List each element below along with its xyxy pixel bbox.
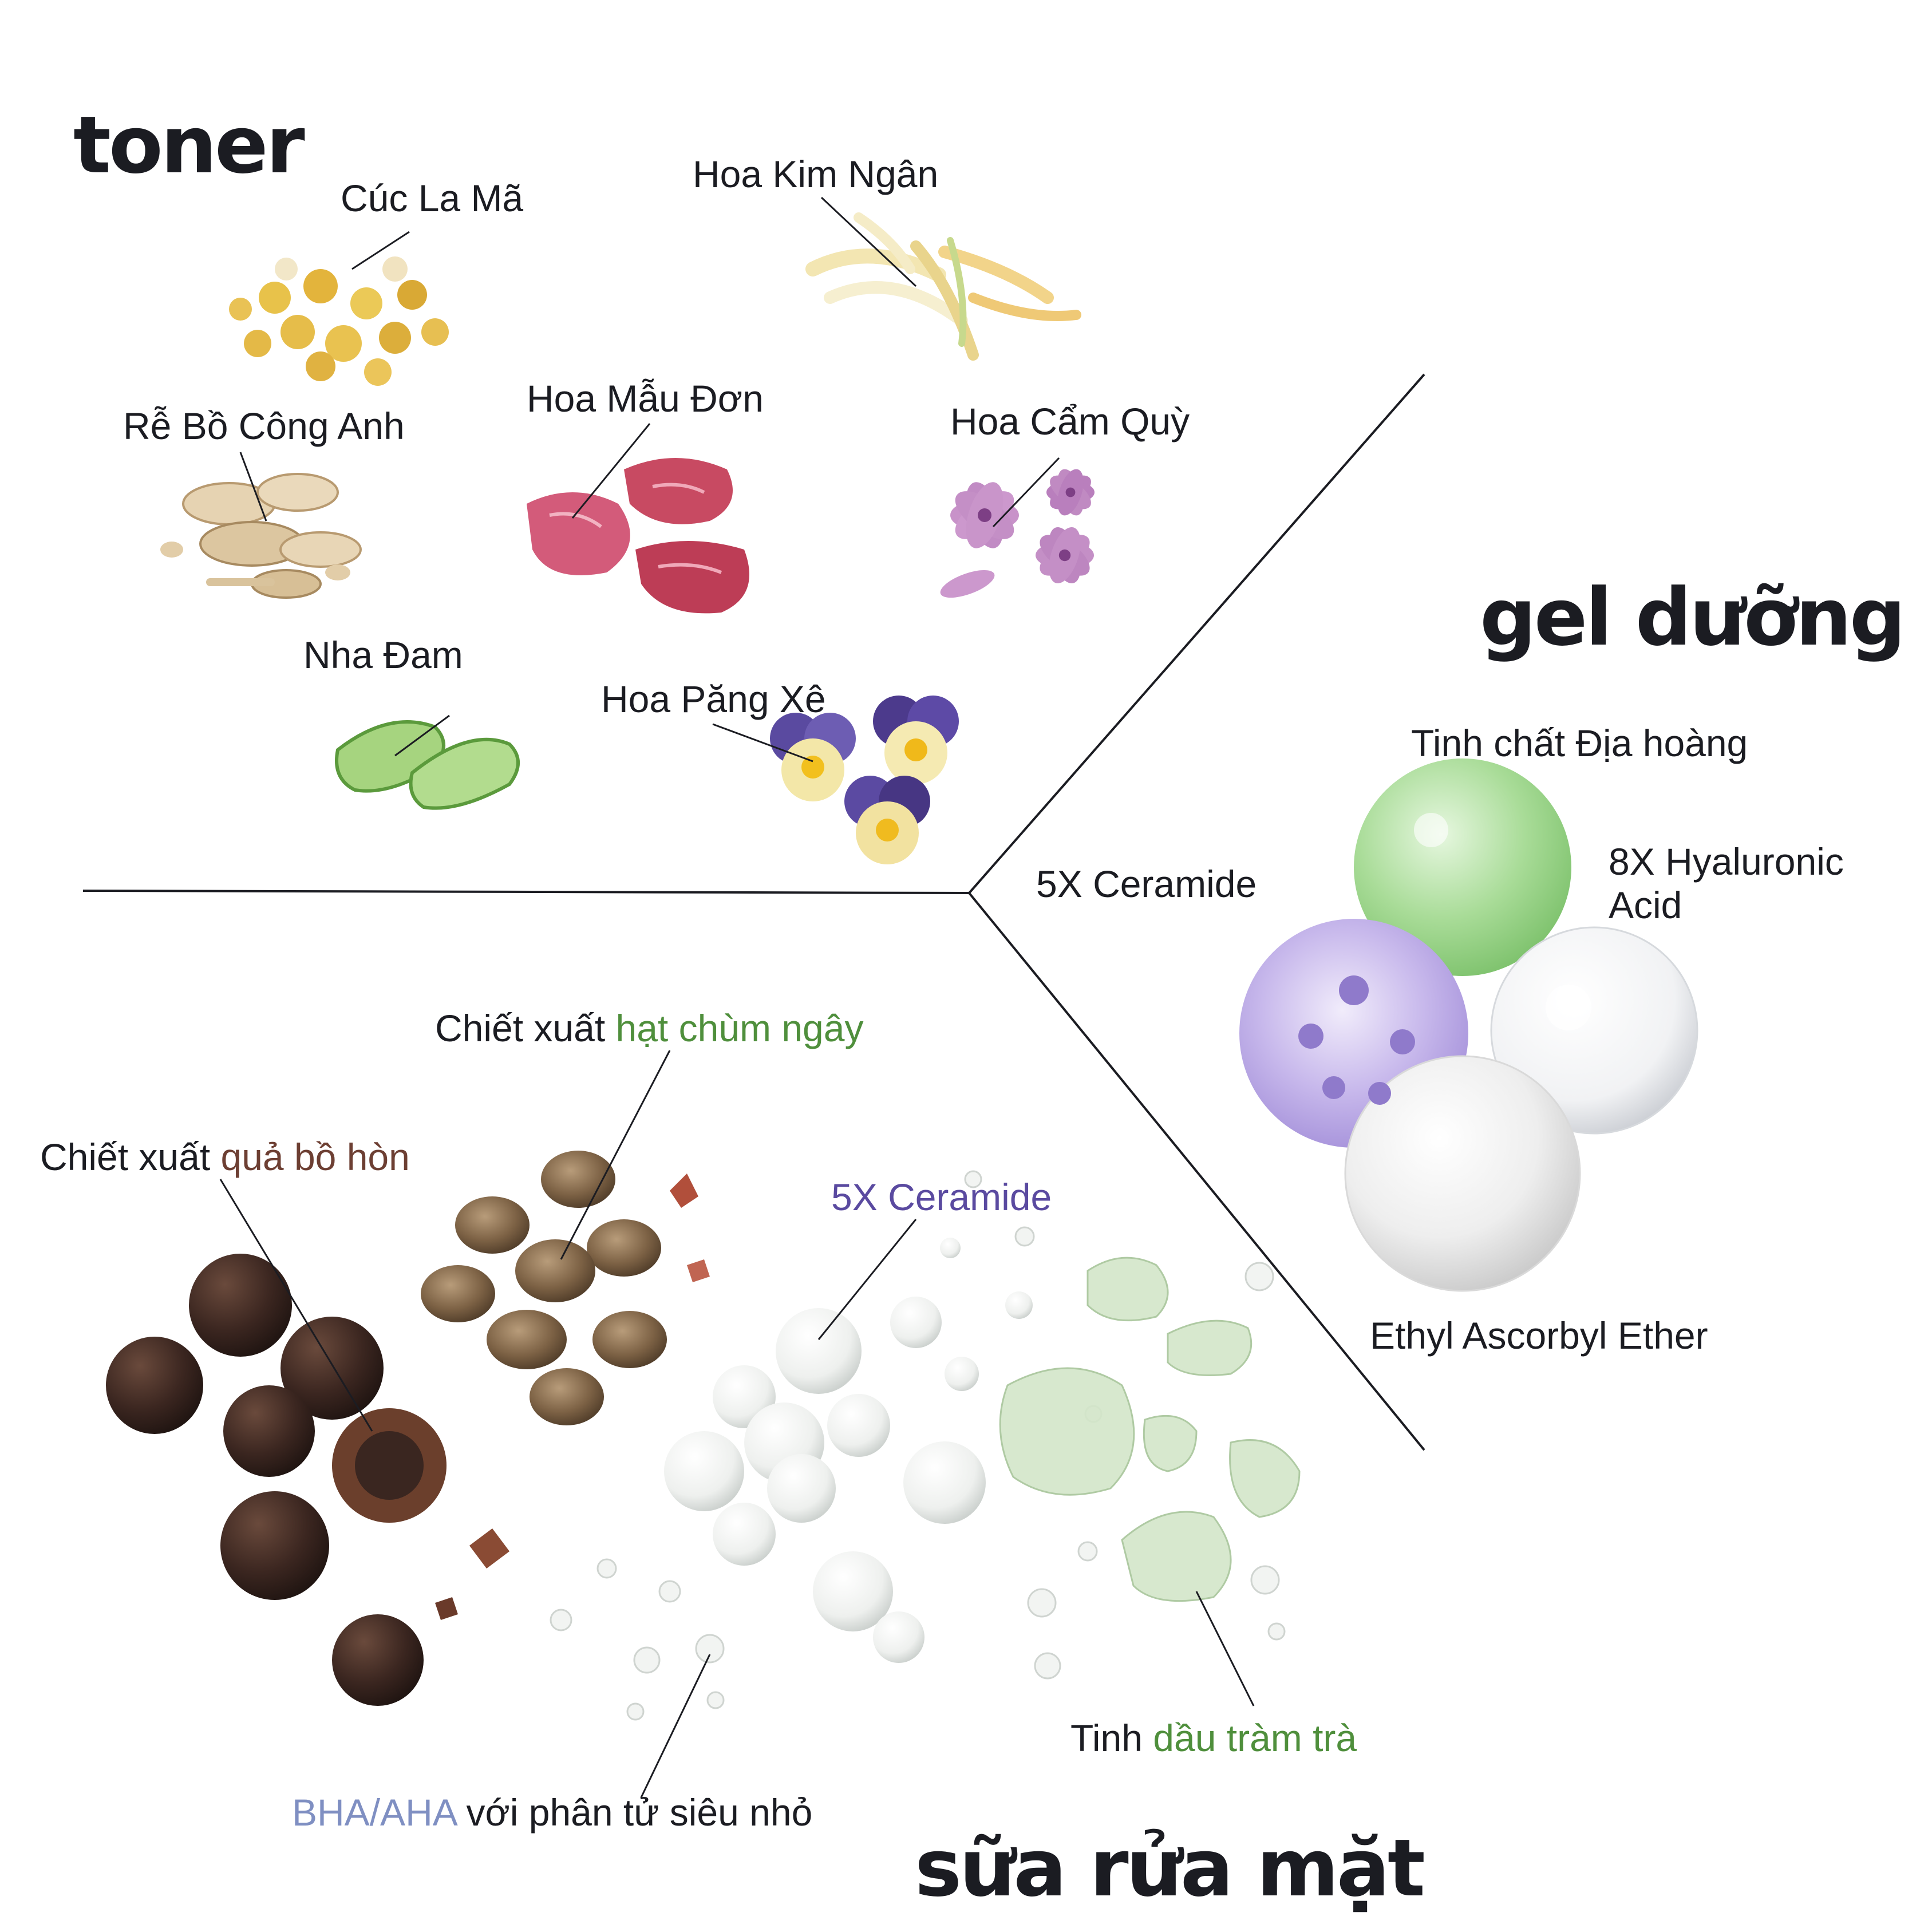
- cleanser-title: sữa rửa mặt: [915, 1822, 1425, 1914]
- honeysuckle-image: [805, 212, 1081, 361]
- leader-mallow: [992, 457, 1060, 528]
- label-vitc: Ethyl Ascorbyl Ether: [1370, 1314, 1708, 1357]
- chamomile-image: [229, 256, 449, 386]
- label-rehmannia: Tinh chất Địa hoàng: [1411, 722, 1748, 764]
- label-mallow: Hoa Cẩm Quỳ: [950, 400, 1190, 442]
- label-tea-tree-highlight: dầu tràm trà: [1153, 1717, 1357, 1759]
- label-cleanser-ceramide: 5X Ceramide: [831, 1176, 1052, 1218]
- label-pansy: Hoa Păng Xê: [601, 678, 826, 720]
- label-bha-highlight: BHA/AHA: [292, 1791, 456, 1834]
- moringa-seed-image: [421, 1151, 710, 1425]
- gel-spheres-image: [1239, 758, 1698, 1292]
- label-bha: BHA/AHA với phân tử siêu nhỏ: [292, 1792, 812, 1834]
- leader-honeysuckle: [820, 196, 917, 287]
- leader-chamomile: [351, 231, 410, 270]
- leader-ceramide: [817, 1219, 917, 1340]
- section-dividers: [82, 373, 1425, 1451]
- label-soapnut: Chiết xuất quả bồ hòn: [40, 1136, 410, 1178]
- label-hyaluronic-line2: Acid: [1609, 883, 1682, 926]
- label-aloe: Nha Đam: [303, 634, 463, 676]
- leader-peony: [571, 423, 651, 519]
- label-peony: Hoa Mẫu Đơn: [527, 377, 764, 420]
- pansy-image: [770, 696, 959, 864]
- leader-tea-tree: [1195, 1591, 1255, 1706]
- label-soapnut-highlight: quả bồ hòn: [220, 1136, 410, 1178]
- aloe-image: [335, 720, 520, 810]
- label-bha-suffix: với phân tử siêu nhỏ: [466, 1791, 813, 1834]
- mallow-image: [940, 469, 1095, 598]
- label-tea-tree: Tinh dầu tràm trà: [1070, 1717, 1357, 1759]
- leader-lines: [219, 196, 1255, 1798]
- label-honeysuckle: Hoa Kim Ngân: [693, 153, 939, 195]
- leader-aloe: [394, 714, 450, 757]
- soapnut-image: [106, 1254, 509, 1706]
- label-tea-tree-prefix: Tinh: [1070, 1717, 1143, 1759]
- gel-title: gel dưỡng: [1480, 571, 1906, 663]
- dandelion-root-image: [160, 473, 362, 599]
- leader-bha: [640, 1654, 711, 1798]
- ceramide-pearls-image: [664, 1238, 1033, 1663]
- label-hyaluronic: 8X Hyaluronic Acid: [1609, 840, 1844, 927]
- leader-moringa: [560, 1050, 671, 1260]
- leader-pansy: [712, 723, 813, 762]
- label-gel-ceramide: 5X Ceramide: [1036, 863, 1257, 905]
- toner-title: toner: [73, 99, 305, 191]
- label-dandelion-root: Rễ Bồ Công Anh: [123, 405, 405, 447]
- label-moringa: Chiết xuất hạt chùm ngây: [435, 1008, 863, 1049]
- tea-tree-oil-image: [999, 1257, 1301, 1602]
- leader-dandelion: [239, 452, 267, 521]
- divider-horizontal: [82, 890, 970, 894]
- peony-image: [527, 458, 749, 614]
- label-soapnut-prefix: Chiết xuất: [40, 1136, 211, 1178]
- label-hyaluronic-line1: 8X Hyaluronic: [1609, 840, 1844, 883]
- label-moringa-highlight: hạt chùm ngây: [615, 1007, 864, 1049]
- label-moringa-prefix: Chiết xuất: [435, 1007, 606, 1049]
- leader-soapnut: [219, 1179, 373, 1432]
- divider-upper-diagonal: [968, 373, 1425, 894]
- label-chamomile: Cúc La Mã: [341, 177, 524, 219]
- divider-lower-diagonal: [968, 892, 1425, 1451]
